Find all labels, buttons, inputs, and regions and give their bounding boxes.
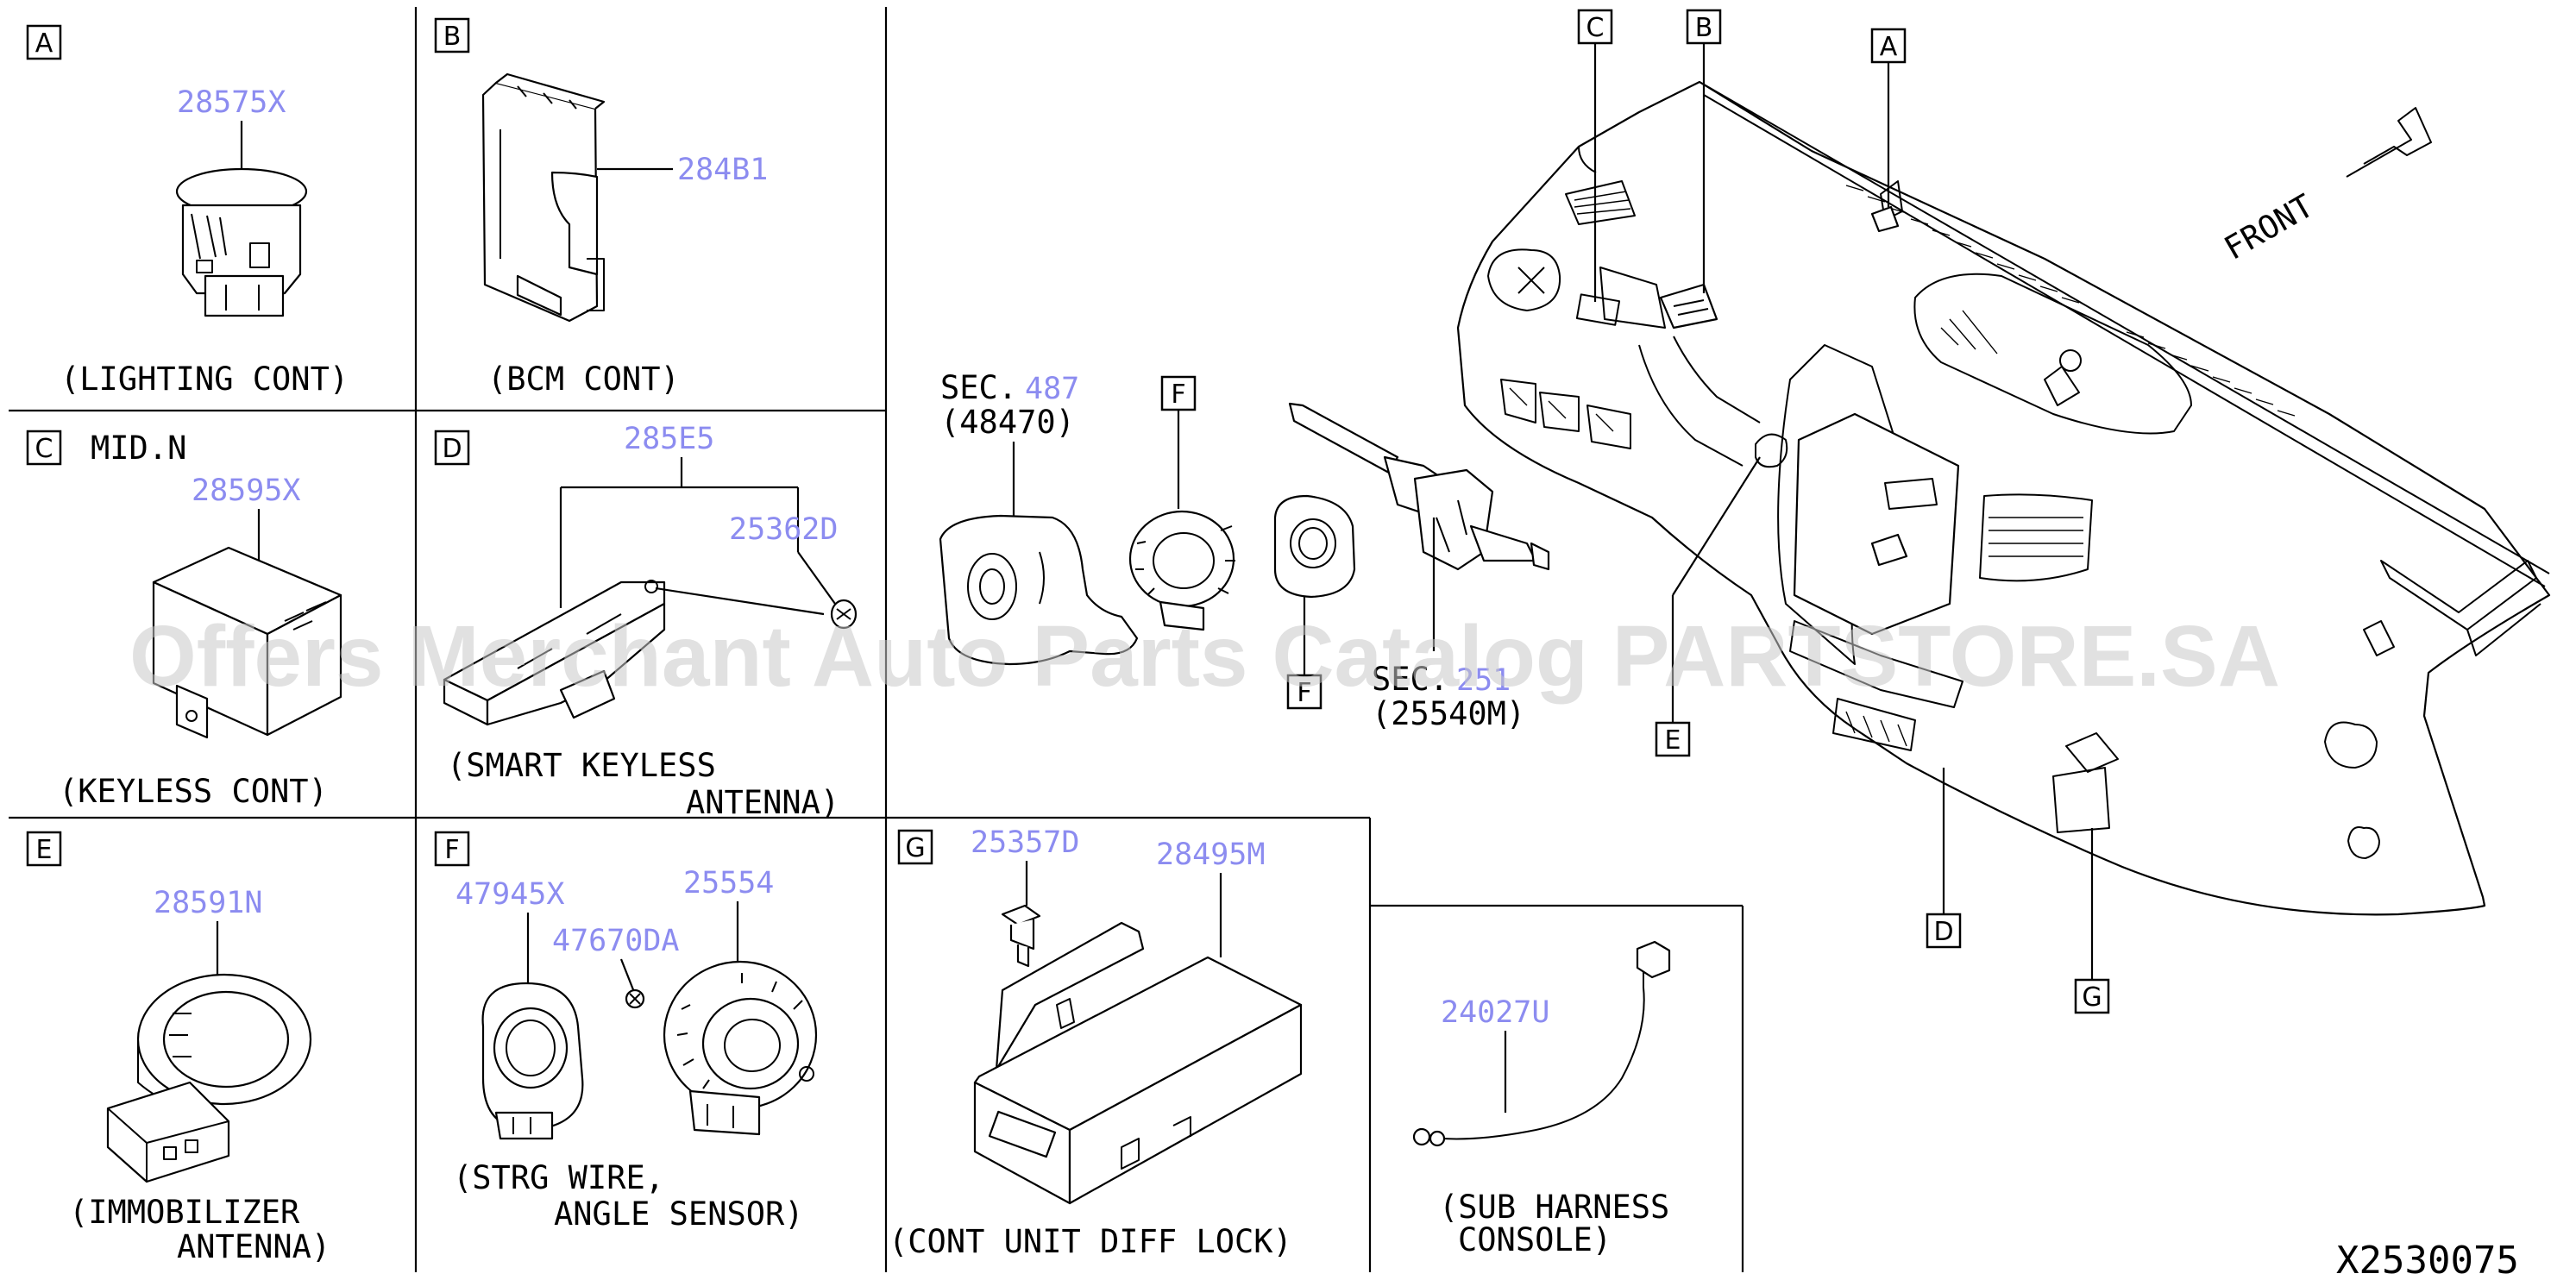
angle-sensor-drawing (481, 982, 584, 1140)
immobilizer-antenna-drawing (106, 973, 312, 1183)
front-arrow: FRONT (2218, 107, 2432, 267)
panel-c: C MID.N 28595X (KEYLESS CONT) (26, 430, 342, 810)
bcm-unit-drawing (481, 72, 606, 323)
callout-box-b-main[interactable]: B (1686, 9, 1722, 45)
part-number-28595x[interactable]: 28595X (192, 474, 300, 508)
watermark: Offers Merchant Auto Parts Catalog PARTS… (129, 608, 2280, 705)
caption-strg-wire-line1: (STRG WIRE, (453, 1159, 664, 1196)
panel-d: D 285E5 25362D (SMART KEYLESS ANTENNA) (434, 422, 858, 821)
svg-text:C: C (1586, 13, 1605, 43)
sec-label-2-code: (25540M) (1372, 695, 1525, 732)
svg-text:C: C (35, 434, 53, 464)
svg-text:D: D (1933, 917, 1953, 947)
callout-box-f-main[interactable]: F (1160, 375, 1197, 411)
svg-text:E: E (1665, 725, 1681, 756)
svg-text:F: F (1297, 678, 1311, 708)
sec-label-1-prefix: SEC. (940, 369, 1017, 406)
diagram-code: X2530075 (2336, 1239, 2519, 1280)
svg-text:B: B (1695, 13, 1713, 43)
part-number-28495m[interactable]: 28495M (1156, 838, 1265, 872)
svg-text:E: E (36, 835, 53, 865)
panel-b: B 284B1 (BCM CONT) (434, 17, 768, 398)
caption-sub-harness-line2: CONSOLE) (1458, 1221, 1612, 1258)
panel-f: F 47945X 47670DA 25554 (STRG (434, 831, 818, 1233)
callout-box-d-main[interactable]: D (1926, 913, 1962, 949)
callout-box-f-main-2[interactable]: F (1286, 674, 1323, 710)
svg-text:A: A (1880, 32, 1898, 62)
svg-text:G: G (905, 833, 925, 863)
svg-text:G: G (2082, 982, 2102, 1013)
part-number-25357d[interactable]: 25357D (971, 825, 1079, 860)
callout-box-d[interactable]: D (434, 430, 470, 466)
angle-sensor-main-drawing (1273, 494, 1356, 599)
callout-box-g[interactable]: G (897, 829, 933, 865)
sec-link-487[interactable]: 487 (1025, 372, 1079, 406)
lighting-switch-drawing (175, 167, 308, 317)
part-number-24027u[interactable]: 24027U (1441, 995, 1549, 1030)
svg-text:F: F (1171, 380, 1185, 410)
caption-immobilizer-line1: (IMMOBILIZER (69, 1194, 300, 1231)
svg-text:A: A (35, 28, 53, 59)
callout-box-f[interactable]: F (434, 831, 470, 867)
svg-text:F: F (444, 835, 459, 865)
caption-lighting-cont: (LIGHTING CONT) (60, 361, 349, 398)
callout-box-a[interactable]: A (26, 24, 62, 60)
part-number-28591n[interactable]: 28591N (154, 886, 262, 920)
steering-column-cover-drawing (939, 514, 1139, 666)
part-number-47670da[interactable]: 47670DA (552, 924, 680, 958)
section-grid (9, 7, 1744, 1272)
panel-g: G 25357D 28495M (CONT UNIT DIFF LOCK) (889, 825, 1303, 1260)
panel-h: 24027U (SUB HARNESS CONSOLE) (1412, 940, 1671, 1258)
caption-sub-harness-line1: (SUB HARNESS (1439, 1189, 1669, 1226)
front-label: FRONT (2218, 187, 2320, 267)
caption-keyless-cont: (KEYLESS CONT) (59, 773, 328, 810)
sub-harness-drawing (1412, 940, 1671, 1147)
callout-box-b[interactable]: B (434, 17, 470, 53)
spiral-cable-main-drawing (1128, 510, 1235, 631)
sec-label-1-code: (48470) (940, 404, 1075, 441)
part-number-284b1[interactable]: 284B1 (677, 153, 768, 187)
callout-box-a-main[interactable]: A (1870, 28, 1907, 64)
part-number-25554[interactable]: 25554 (683, 866, 774, 900)
panel-e: E 28591N (IMMOBILIZER ANTENNA) (26, 831, 330, 1265)
part-number-25362d[interactable]: 25362D (729, 512, 838, 547)
callout-box-c[interactable]: C (26, 430, 62, 466)
instrument-panel-drawing (1456, 80, 2551, 916)
caption-immobilizer-line2: ANTENNA) (177, 1228, 330, 1265)
callout-box-c-main[interactable]: C (1577, 9, 1613, 45)
caption-smart-keyless-line1: (SMART KEYLESS (447, 747, 716, 784)
svg-text:B: B (443, 22, 462, 52)
callout-box-e[interactable]: E (26, 831, 62, 867)
caption-strg-wire-line2: ANGLE SENSOR) (554, 1195, 804, 1233)
part-number-285e5[interactable]: 285E5 (624, 422, 714, 456)
screw-drawing (625, 988, 645, 1009)
diff-lock-unit-drawing (973, 921, 1303, 1205)
callout-box-e-main[interactable]: E (1655, 721, 1691, 757)
caption-bcm-cont: (BCM CONT) (487, 361, 680, 398)
bolt-drawing (1001, 904, 1041, 968)
sec-link-251[interactable]: 251 (1456, 663, 1511, 698)
keyless-unit-drawing (152, 546, 342, 739)
spiral-cable-drawing (663, 960, 818, 1136)
callout-box-g-main[interactable]: G (2074, 978, 2110, 1014)
smart-keyless-antenna-drawing (443, 580, 858, 726)
caption-cont-unit-diff-lock: (CONT UNIT DIFF LOCK) (889, 1223, 1292, 1260)
caption-smart-keyless-line2: ANTENNA) (686, 784, 839, 821)
svg-text:D: D (442, 434, 462, 464)
part-number-28575x[interactable]: 28575X (177, 85, 286, 120)
sec-label-2-prefix: SEC. (1372, 661, 1448, 698)
panel-a: A 28575X (LIGHTING CONT) (26, 24, 349, 398)
variant-label-mid-n: MID.N (91, 430, 186, 467)
part-number-47945x[interactable]: 47945X (456, 877, 564, 912)
steering-column-area: SEC. 487 (48470) F F (939, 369, 1550, 732)
